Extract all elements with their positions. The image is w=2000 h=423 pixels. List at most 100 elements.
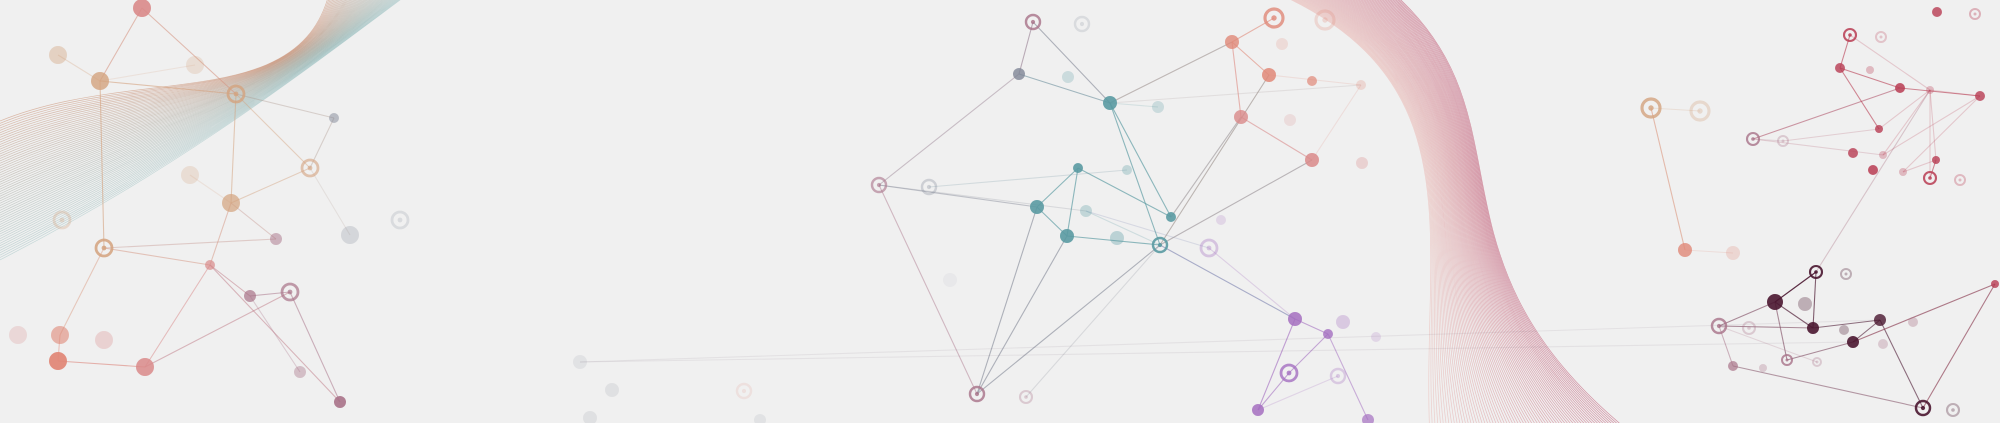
network-edge: [1718, 301, 1776, 327]
ribbon-right-line: [1299, 0, 1447, 423]
ribbon-right-line: [1400, 0, 1620, 423]
network-edge: [1902, 95, 1981, 173]
ribbon-left-line: [0, 0, 364, 188]
ribbon-left-line: [0, 0, 373, 204]
network-edge: [1812, 319, 1881, 329]
ribbon-right-line: [1371, 0, 1571, 423]
ribbon-right-line: [1301, 0, 1450, 423]
node-dot-icon: [1336, 315, 1350, 329]
node-dot-icon: [1975, 91, 1985, 101]
node-dot-icon: [95, 331, 113, 349]
ribbon-right-line: [1310, 0, 1466, 423]
node-dot-icon: [222, 194, 240, 212]
ribbon-left-line: [0, 0, 399, 256]
network-edge: [103, 238, 277, 249]
ribbon-left-line: [0, 0, 361, 181]
node-ring-center-icon: [1958, 178, 1962, 182]
network-edge: [1311, 84, 1362, 161]
node-dot-icon: [329, 113, 339, 123]
network-edge: [1852, 283, 1996, 343]
ribbon-left-line: [0, 0, 371, 199]
ribbon-right-line: [1369, 0, 1568, 423]
node-ring-center-icon: [1747, 326, 1751, 330]
ribbon-right-line: [1382, 0, 1590, 423]
network-edge: [579, 319, 1881, 363]
ribbon-right-line: [1380, 0, 1588, 423]
node-ring-icon: [1914, 399, 1932, 417]
node-ring-icon: [1279, 363, 1299, 383]
node-ring-center-icon: [1879, 35, 1883, 39]
ribbon-right-line: [1345, 0, 1527, 423]
ribbon-left-line: [0, 0, 344, 150]
node-dot-icon: [1062, 71, 1074, 83]
node-dot-icon: [1080, 205, 1092, 217]
node-dot-icon: [1225, 35, 1239, 49]
ribbon-right-line: [1343, 0, 1524, 423]
ribbon-left-line: [0, 0, 345, 152]
ribbon-right-line: [1320, 0, 1483, 423]
network-edge: [99, 64, 196, 82]
network-edge: [1208, 247, 1296, 320]
network-edge: [1036, 167, 1079, 208]
network-edge: [235, 93, 311, 169]
ribbon-left-line: [0, 0, 363, 185]
network-edge: [1159, 159, 1313, 246]
ribbon-right-line: [1385, 0, 1596, 423]
network-edge: [103, 247, 211, 266]
ribbon-left-line: [0, 0, 377, 211]
ribbon-right-line: [1331, 0, 1502, 423]
network-edge: [230, 167, 311, 204]
network-edge: [1815, 89, 1931, 273]
node-ring-center-icon: [397, 217, 403, 223]
network-edge: [1786, 341, 1854, 361]
ribbon-left-line: [0, 0, 397, 251]
ribbon-right-line: [1321, 0, 1486, 423]
ribbon-left-line: [0, 0, 341, 145]
network-edge: [289, 291, 341, 403]
network-edge: [1839, 67, 1880, 130]
node-dot-icon: [1878, 339, 1888, 349]
node-ring-icon: [1329, 367, 1347, 385]
node-dot-icon: [1122, 165, 1132, 175]
ribbon-left-line: [0, 0, 358, 176]
ribbon-right-line: [1367, 0, 1566, 423]
network-edge: [1878, 89, 1931, 130]
ribbon-left-line: [0, 0, 378, 214]
node-ring-center-icon: [1286, 370, 1292, 376]
network-nodes: [9, 0, 1999, 423]
node-ring-icon: [226, 84, 246, 104]
network-edge: [1327, 333, 1369, 421]
node-dot-icon: [1932, 7, 1942, 17]
ribbon-left-line: [0, 0, 392, 242]
network-edge: [1025, 244, 1161, 398]
node-ring-center-icon: [1030, 19, 1036, 25]
node-dot-icon: [1234, 110, 1248, 124]
node-ring-center-icon: [101, 245, 107, 251]
ribbon-right-line: [1356, 0, 1546, 423]
node-ring-icon: [1710, 317, 1728, 335]
node-dot-icon: [51, 326, 69, 344]
node-ring-center-icon: [287, 289, 293, 295]
node-dot-icon: [1835, 63, 1845, 73]
network-edge: [1032, 21, 1111, 104]
ribbon-left-line: [0, 0, 400, 258]
network-edge: [1231, 17, 1275, 43]
ribbon-left-line: [0, 0, 374, 207]
ribbon-right-line: [1396, 0, 1615, 423]
ribbon-left-line: [0, 0, 337, 138]
network-edge: [1902, 159, 1937, 173]
node-dot-icon: [244, 290, 256, 302]
network-edges: [57, 7, 1996, 421]
node-dot-icon: [91, 72, 109, 90]
ribbon-left-line: [0, 0, 362, 183]
ribbon-right-line: [1354, 0, 1544, 423]
network-edge: [1109, 102, 1172, 218]
ribbon-right-line: [1379, 0, 1585, 423]
node-dot-icon: [1262, 68, 1276, 82]
network-edge: [1812, 271, 1817, 329]
node-dot-icon: [1288, 312, 1302, 326]
ribbon-left-line: [0, 0, 368, 195]
node-dot-icon: [1807, 322, 1819, 334]
network-edge: [141, 7, 237, 95]
